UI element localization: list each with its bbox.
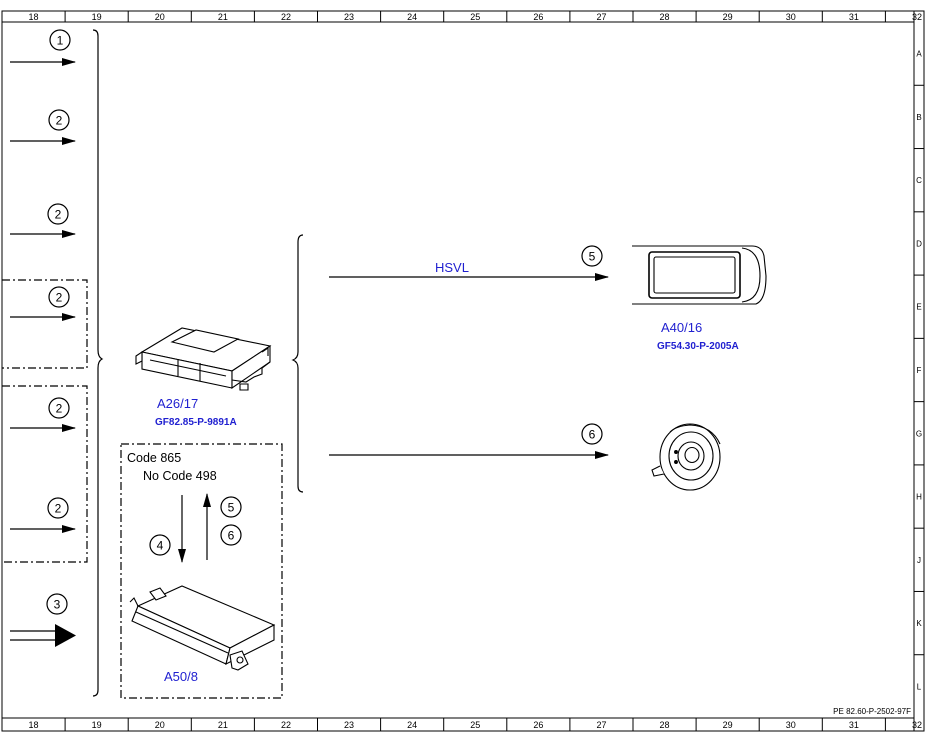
side-row-letter: G (916, 429, 922, 438)
bottom-column-number: 22 (281, 720, 291, 730)
input-ref-7: 3 (54, 598, 61, 612)
side-row-letter: H (916, 493, 922, 502)
a26-17-doc-ref: GF82.85-P-9891A (155, 417, 237, 428)
top-column-number: 26 (533, 12, 543, 22)
input-ref-5: 2 (56, 402, 63, 416)
bottom-column-number: 28 (660, 720, 670, 730)
left-input-5: 2 (10, 397, 76, 432)
top-column-number: 30 (786, 12, 796, 22)
bottom-column-number: 19 (92, 720, 102, 730)
left-input-7-double: 3 (10, 593, 76, 647)
hsvl-label: HSVL (435, 260, 469, 275)
left-dashdot-box-1 (2, 279, 88, 369)
ref-6-up: 6 (228, 529, 235, 543)
side-row-letter: K (916, 619, 922, 628)
top-column-number: 31 (849, 12, 859, 22)
top-column-number: 28 (660, 12, 670, 22)
left-input-3: 2 (10, 203, 76, 238)
right-brace (291, 234, 304, 493)
a40-16-doc-ref: GF54.30-P-2005A (657, 341, 739, 352)
a40-16-label: A40/16 (661, 320, 702, 335)
top-column-number: 27 (596, 12, 606, 22)
side-row-letter: J (917, 556, 921, 565)
bottom-column-number: 32 (912, 720, 922, 730)
bottom-column-number: 31 (849, 720, 859, 730)
speaker-icon (651, 423, 721, 491)
top-column-number: 20 (155, 12, 165, 22)
top-column-number: 19 (92, 12, 102, 22)
bottom-column-number: 29 (723, 720, 733, 730)
top-column-number: 18 (29, 12, 39, 22)
document-id: PE 82.60-P-2502-97F (833, 707, 911, 716)
top-column-number: 24 (407, 12, 417, 22)
bottom-column-number: 18 (29, 720, 39, 730)
bottom-column-number: 26 (533, 720, 543, 730)
side-row-letter: C (916, 176, 922, 185)
bottom-column-number: 20 (155, 720, 165, 730)
top-column-number: 21 (218, 12, 228, 22)
side-row-letter: A (916, 50, 922, 59)
a40-16-display-icon (632, 245, 767, 305)
a50-8-label: A50/8 (164, 669, 198, 684)
bottom-column-number: 23 (344, 720, 354, 730)
code-865-text: Code 865 (127, 451, 181, 465)
top-column-number: 29 (723, 12, 733, 22)
side-row-letter: B (916, 113, 921, 122)
top-column-number: 23 (344, 12, 354, 22)
side-row-letter: F (917, 366, 922, 375)
code-865-box (120, 443, 283, 699)
left-input-2: 2 (10, 109, 76, 145)
ref-4: 4 (157, 539, 164, 553)
left-input-6: 2 (10, 497, 76, 533)
bottom-column-number: 30 (786, 720, 796, 730)
side-row-letter: E (916, 303, 921, 312)
side-row-letter: D (916, 239, 922, 248)
left-input-4: 2 (10, 286, 76, 321)
input-ref-1: 1 (57, 34, 64, 48)
no-code-498-text: No Code 498 (143, 469, 217, 483)
bottom-column-number: 21 (218, 720, 228, 730)
left-dashdot-box-2 (2, 385, 88, 563)
left-input-1: 1 (10, 29, 76, 66)
top-column-number: 22 (281, 12, 291, 22)
input-ref-6: 2 (55, 502, 62, 516)
a26-17-module-icon (135, 327, 272, 391)
input-ref-3: 2 (55, 208, 62, 222)
left-brace (92, 29, 104, 697)
bottom-column-number: 25 (470, 720, 480, 730)
top-column-number: 32 (912, 12, 922, 22)
a50-8-module-icon (129, 585, 276, 671)
bottom-column-number: 24 (407, 720, 417, 730)
ref-5: 5 (589, 250, 596, 264)
ref-6: 6 (589, 428, 596, 442)
top-column-number: 25 (470, 12, 480, 22)
ref-5-up: 5 (228, 501, 235, 515)
side-row-letter: L (917, 682, 922, 691)
bottom-column-number: 27 (596, 720, 606, 730)
input-ref-2: 2 (56, 114, 63, 128)
a26-17-label: A26/17 (157, 396, 198, 411)
input-ref-4: 2 (56, 291, 63, 305)
